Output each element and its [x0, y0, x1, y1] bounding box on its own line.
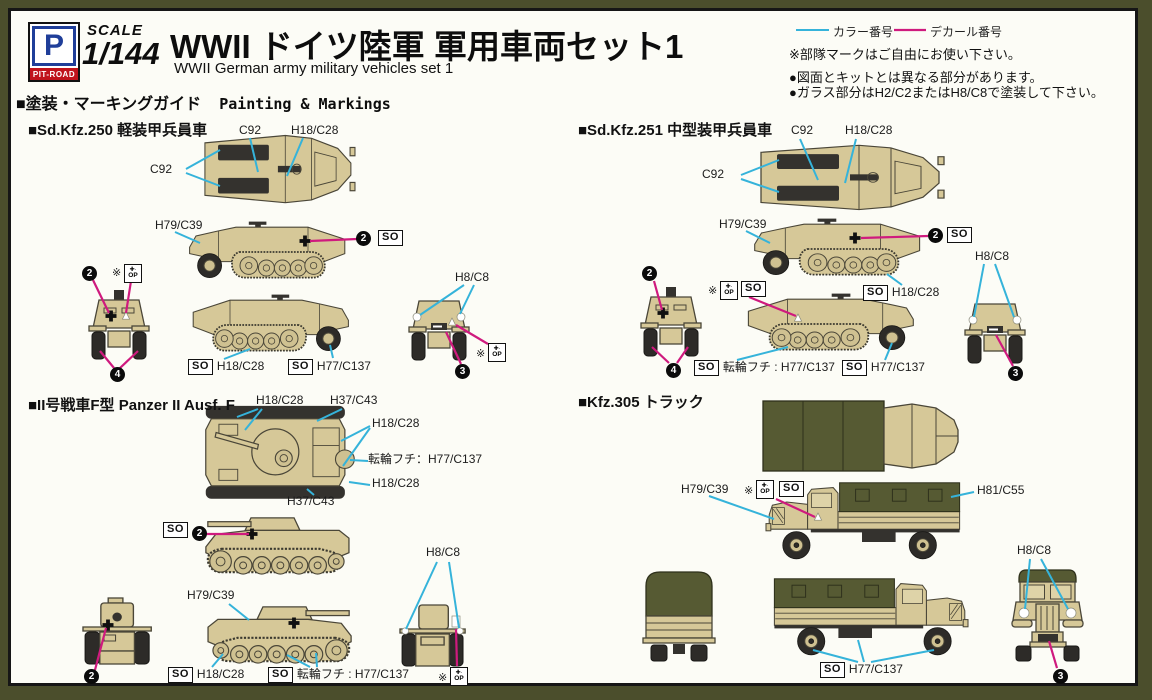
unit-mark-icon: ✚·OP	[488, 343, 506, 362]
decal-badge-4: 4	[666, 363, 681, 378]
sdkfz250-side-view-1	[188, 220, 346, 279]
pit-road-monogram: P	[32, 26, 76, 66]
kfz305-callout-lines	[708, 491, 1069, 669]
kfz305-front-view	[1011, 569, 1084, 662]
callout-h37c43: H37/C43	[287, 494, 335, 508]
unit-mark-icon: ✚·OP	[450, 667, 468, 686]
callout-h79c39: H79/C39	[681, 482, 729, 496]
decal-badge-4: 4	[110, 367, 125, 382]
panzer2-side-view-2	[206, 605, 353, 665]
decal-badge-3: 3	[1008, 366, 1023, 381]
section-title-sdkfz250: ■Sd.Kfz.250 軽装甲兵員車	[28, 122, 208, 139]
panzer2-callout-lines	[93, 408, 460, 671]
sdkfz250-front-view	[88, 289, 150, 360]
decal-badge-2: 2	[84, 669, 99, 684]
decal-badge-2: 2	[642, 266, 657, 281]
scale-value: 1/144	[82, 36, 160, 71]
reference-mark: ※	[476, 348, 486, 360]
callout-c92-top: C92	[239, 123, 262, 137]
callout-h8c8: H8/C8	[975, 249, 1010, 263]
callout-c92-seats: C92	[150, 162, 173, 176]
kfz305-rear-view	[642, 571, 716, 662]
kfz305-top-view	[762, 400, 959, 472]
reference-mark: ※	[112, 267, 122, 279]
callout-h18c28: H18/C28	[372, 416, 420, 430]
reference-mark: ※	[438, 672, 448, 684]
panzer2-front-view	[82, 597, 152, 665]
sdkfz250-callout-lines	[92, 137, 489, 369]
decal-badge-2: 2	[356, 231, 371, 246]
so-tag: SO	[741, 281, 766, 297]
callout-h18c28: H18/C28	[256, 393, 304, 407]
callout-h18c28-top: H18/C28	[845, 123, 893, 137]
guide-heading-jp: ■塗装・マーキングガイド	[16, 96, 202, 113]
sheet-background	[8, 8, 1138, 686]
guide-heading-en: Painting & Markings	[219, 95, 391, 113]
note-glass-paint: ●ガラス部分はH2/C2またはH8/C8で塗装して下さい。	[789, 85, 1104, 100]
decal-badge-2: 2	[192, 526, 207, 541]
note-kit-differs: ●図面とキットとは異なる部分があります。	[789, 70, 1043, 85]
sdkfz250-top-view	[204, 134, 356, 204]
unit-mark-icon: ✚·OP	[720, 281, 738, 300]
decal-badge-3: 3	[455, 364, 470, 379]
unit-decal-marking	[451, 615, 461, 628]
sdkfz250-rear-view	[408, 300, 470, 361]
section-title-kfz305: ■Kfz.305 トラック	[578, 394, 704, 411]
callout-h8c8: H8/C8	[426, 545, 461, 559]
decal-badge-2: 2	[82, 266, 97, 281]
callout-h79c39: H79/C39	[187, 588, 235, 602]
section-title-sdkfz251: ■Sd.Kfz.251 中型装甲兵員車	[578, 122, 773, 139]
callout-c92-seats: C92	[702, 167, 725, 181]
section-title-panzer2: ■II号戦車F型 Panzer II Ausf. F	[28, 397, 235, 414]
callout-roadwheel-rim: 転輪フチ：H77/C137	[368, 452, 483, 466]
so-tag: SO	[378, 230, 403, 246]
pit-road-logo: P PIT-ROAD	[28, 22, 80, 82]
callout-c92-top: C92	[791, 123, 814, 137]
page-title-jp: WWII ドイツ陸軍 軍用車両セット1	[170, 28, 684, 65]
so-tag: SO	[947, 227, 972, 243]
callout-h8c8: H8/C8	[1017, 543, 1052, 557]
reference-mark: ※	[744, 485, 754, 497]
so-tag: SO	[779, 481, 804, 497]
pit-road-brand: PIT-ROAD	[30, 68, 78, 80]
callout-h81c55: H81/C55	[977, 483, 1025, 497]
callout-h18c28-top: H18/C28	[291, 123, 339, 137]
sdkfz250-side-view-2	[192, 293, 350, 352]
legend-color-label: カラー番号	[833, 25, 894, 39]
sdkfz251-front-view	[640, 286, 702, 357]
guide-heading: ■塗装・マーキングガイド Painting & Markings	[16, 90, 391, 114]
legend-decal-label: デカール番号	[930, 25, 1003, 39]
unit-mark-icon: ✚·OP	[756, 480, 774, 499]
panzer2-top-view	[205, 405, 355, 500]
scale-label: SCALE	[87, 22, 143, 39]
reference-mark: ※	[708, 285, 718, 297]
callout-h37c43: H37/C43	[330, 393, 378, 407]
panzer2-side-view-1	[204, 516, 351, 576]
callout-h79c39: H79/C39	[155, 218, 203, 232]
callout-h79c39: H79/C39	[719, 217, 767, 231]
callout-h8c8: H8/C8	[455, 270, 490, 284]
sdkfz251-side-view-2	[747, 292, 915, 351]
sdkfz251-callout-lines	[651, 138, 1015, 367]
decal-badge-2: 2	[928, 228, 943, 243]
kfz305-side-view-2	[773, 578, 969, 656]
sdkfz251-side-view-1	[753, 217, 921, 276]
callout-h18c28: H18/C28	[372, 476, 420, 490]
so-tag: SO	[163, 522, 188, 538]
unit-mark-icon: ✚·OP	[124, 264, 142, 283]
note-unit-marks: ※部隊マークはご自由にお使い下さい。	[789, 47, 1021, 62]
decal-badge-3: 3	[1053, 669, 1068, 684]
page-title-en: WWII German army military vehicles set 1	[174, 60, 454, 77]
